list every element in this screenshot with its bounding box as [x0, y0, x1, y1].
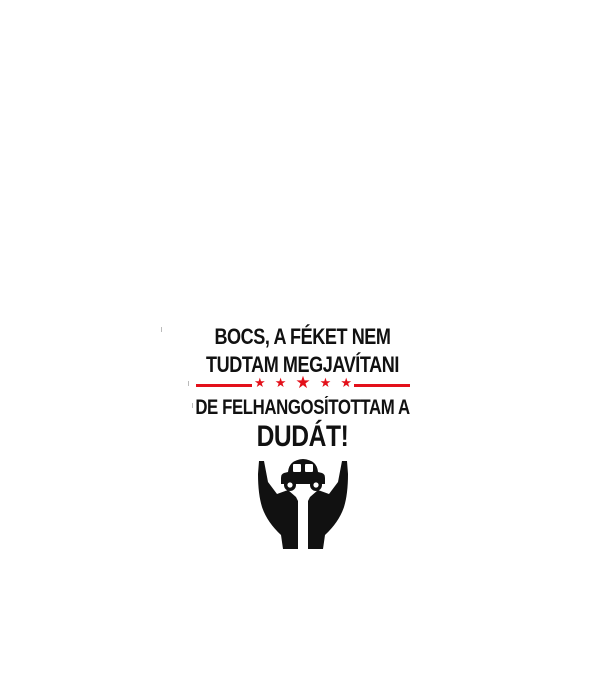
car-icon: [281, 459, 325, 491]
design-line-1: BOCS, A FÉKET NEM: [214, 324, 391, 349]
right-hand-icon: [308, 461, 348, 549]
design-line-4: DUDÁT!: [256, 420, 349, 453]
divider-bar-right: [354, 384, 410, 387]
left-hand-icon: [258, 461, 298, 549]
star-icon: ★: [274, 376, 287, 391]
artifact-speck: [161, 327, 162, 332]
artifact-speck: [188, 381, 189, 386]
star-icon: ★: [319, 376, 332, 391]
design-line-2: TUDTAM MEGJAVÍTANI: [205, 352, 400, 377]
divider-stars: ★ ★ ★ ★ ★: [254, 375, 352, 392]
hands-holding-car-icon: [258, 459, 348, 549]
divider-bar-left: [196, 384, 252, 387]
artifact-speck: [192, 403, 193, 408]
design-line-3: DE FELHANGOSÍTOTTAM A: [195, 396, 410, 419]
star-icon: ★: [254, 376, 266, 391]
star-icon: ★: [295, 373, 311, 393]
star-divider: ★ ★ ★ ★ ★: [196, 375, 410, 392]
star-icon: ★: [340, 376, 352, 391]
shirt-print-design: BOCS, A FÉKET NEM TUDTAM MEGJAVÍTANI ★★★…: [0, 318, 605, 558]
